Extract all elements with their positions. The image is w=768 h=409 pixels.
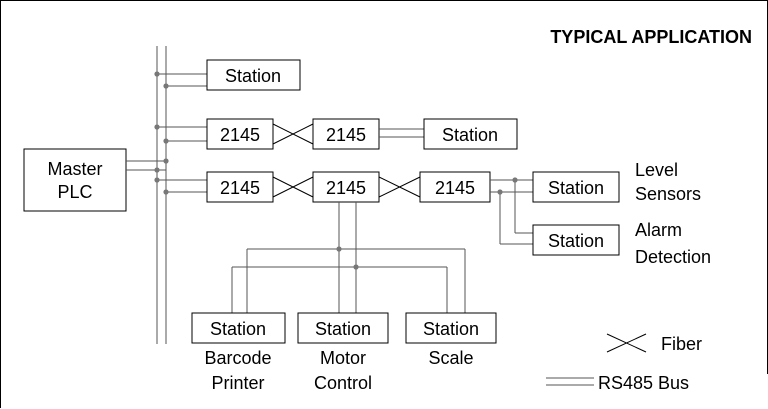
row2-converter-1-label: 2145	[220, 125, 260, 145]
barcode-printer-station: Station	[191, 312, 286, 344]
row3-converter-2: 2145	[312, 171, 380, 203]
row3-converter-2-label: 2145	[326, 178, 366, 198]
level-sensor-station: Station	[532, 171, 620, 203]
level-sensors-label-line2: Sensors	[635, 184, 701, 204]
row3-bus-link	[157, 179, 207, 193]
alarm-detection-label-line1: Alarm	[635, 220, 682, 240]
lower-drop-bus	[231, 202, 466, 313]
row3-converter-1-label: 2145	[220, 178, 260, 198]
alarm-station-label: Station	[548, 231, 604, 251]
row3-right-branch	[490, 179, 533, 245]
scale-label: Scale	[428, 348, 473, 368]
row2-fiber-link	[272, 123, 314, 145]
motor-control-label-line1: Motor	[320, 348, 366, 368]
barcode-printer-station-label: Station	[210, 319, 266, 339]
diagram-title: TYPICAL APPLICATION	[550, 27, 752, 47]
scale-station: Station	[405, 312, 497, 344]
legend-fiber-label: Fiber	[661, 334, 702, 354]
row3-converter-3-label: 2145	[435, 178, 475, 198]
row1-station-label: Station	[225, 66, 281, 86]
legend-fiber: Fiber	[606, 333, 702, 354]
row3-converter-3: 2145	[419, 171, 491, 203]
scale-station-label: Station	[423, 319, 479, 339]
row2-converter-1: 2145	[206, 118, 274, 150]
row3-fiber-link-2	[378, 176, 421, 198]
fiber-icon	[606, 333, 647, 353]
master-plc: Master PLC	[23, 148, 127, 212]
legend-rs485: RS485 Bus	[546, 373, 689, 393]
master-plc-label-line2: PLC	[57, 182, 92, 202]
barcode-printer-label-line2: Printer	[211, 373, 264, 393]
rs485-bus-icon	[546, 377, 594, 386]
row1-bus-link	[157, 73, 207, 87]
level-sensor-station-label: Station	[548, 178, 604, 198]
alarm-station: Station	[532, 224, 620, 256]
row2-bus-link	[157, 126, 207, 142]
row2-converter-2: 2145	[312, 118, 380, 150]
row2-station-label: Station	[442, 125, 498, 145]
level-sensors-label-line1: Level	[635, 160, 678, 180]
row2-station: Station	[423, 118, 518, 150]
legend-rs485-label: RS485 Bus	[598, 373, 689, 393]
master-plc-label-line1: Master	[47, 159, 102, 179]
main-bus	[156, 46, 167, 344]
master-bus-link	[126, 160, 166, 171]
motor-control-station: Station	[297, 312, 389, 344]
row2-converter-2-label: 2145	[326, 125, 366, 145]
motor-control-label-line2: Control	[314, 373, 372, 393]
alarm-detection-label-line2: Detection	[635, 247, 711, 267]
row3-converter-1: 2145	[206, 171, 274, 203]
junction-dots	[154, 71, 518, 270]
row1-station: Station	[206, 59, 301, 91]
barcode-printer-label-line1: Barcode	[204, 348, 271, 368]
motor-control-station-label: Station	[315, 319, 371, 339]
row3-fiber-link-1	[272, 176, 314, 198]
row2-rs485-link	[379, 128, 424, 138]
